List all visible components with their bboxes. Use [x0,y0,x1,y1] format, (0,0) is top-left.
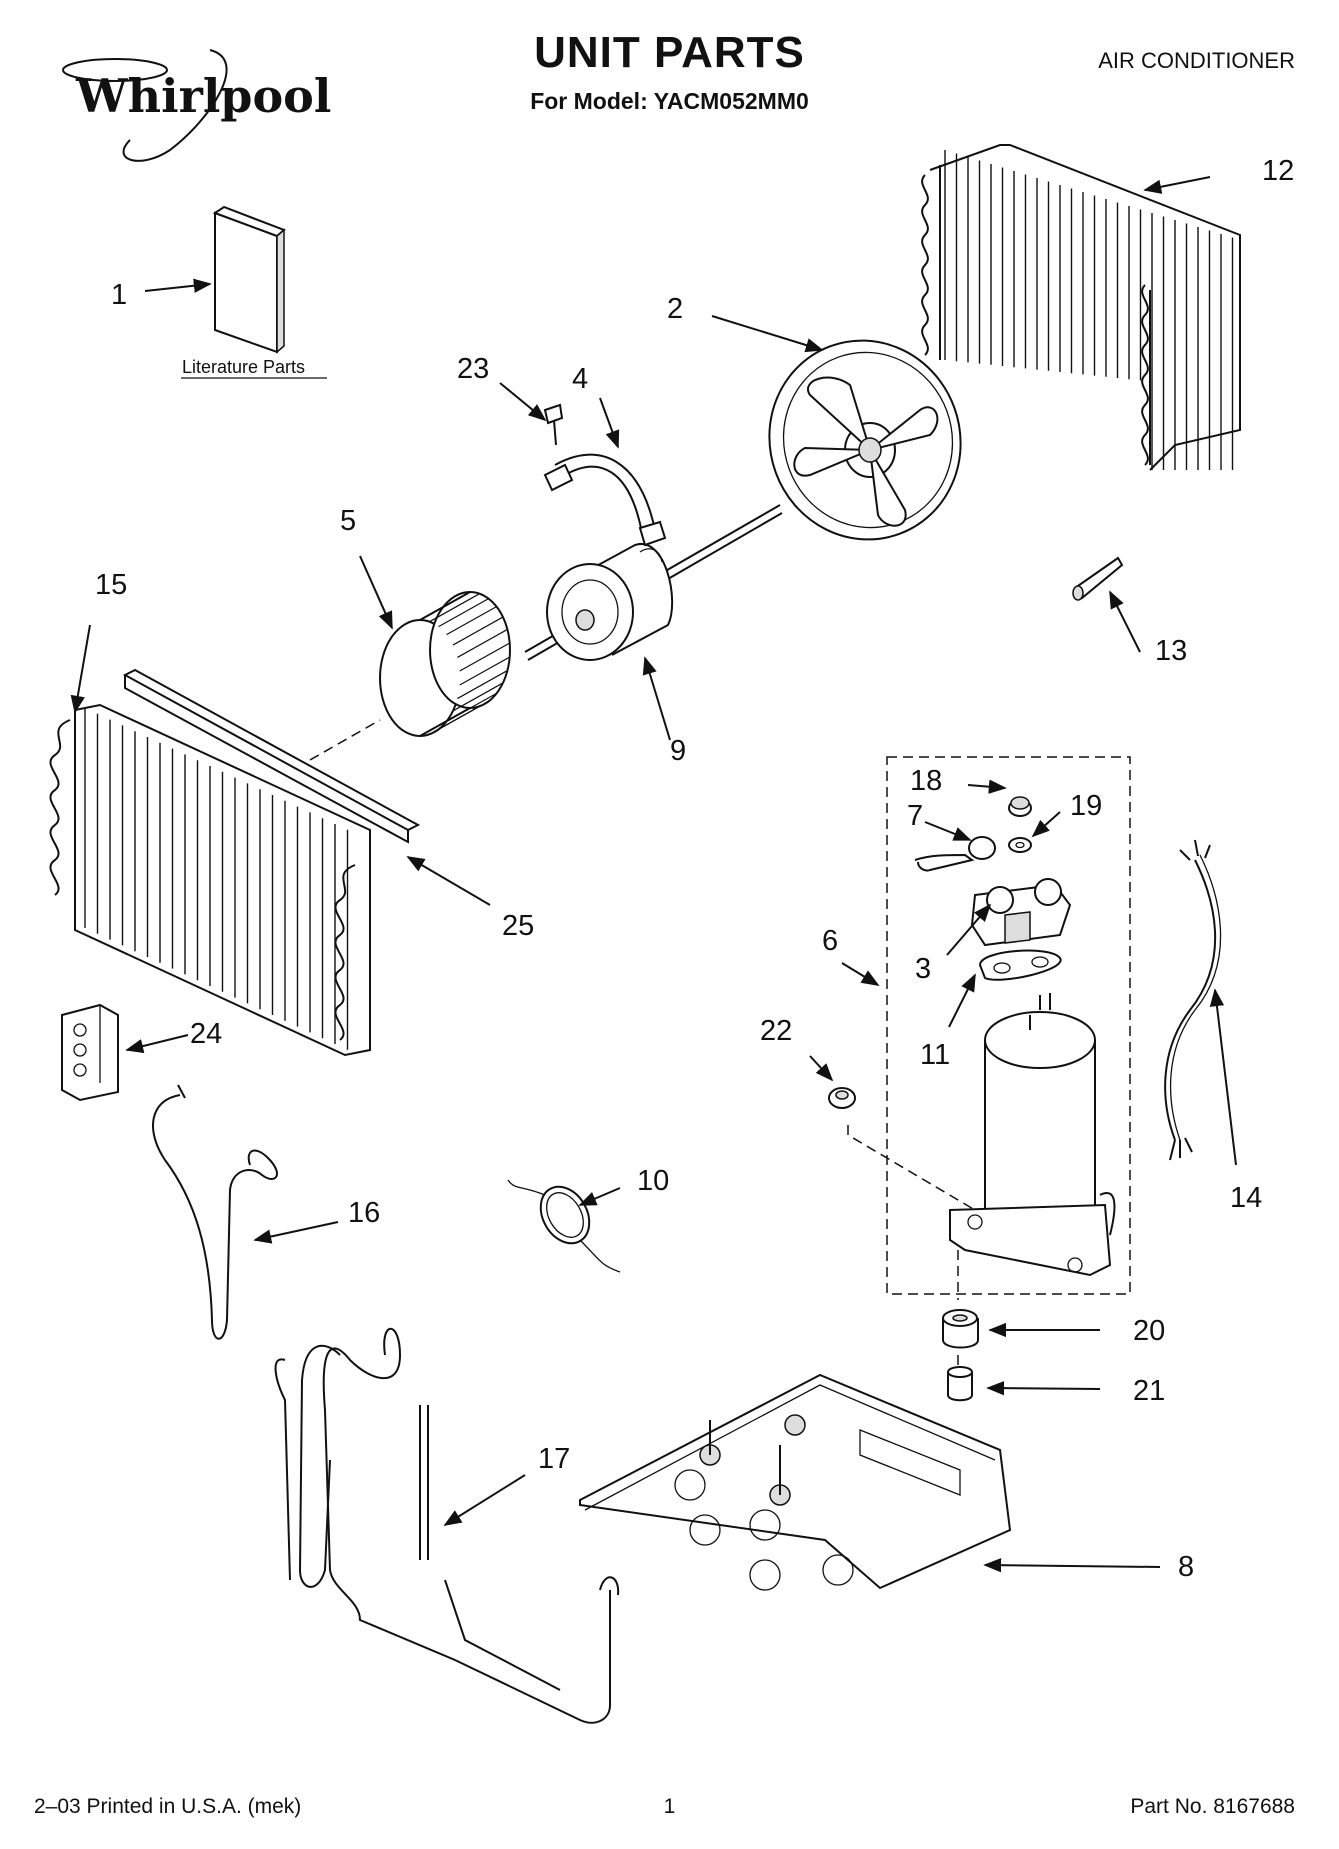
grommet-22 [828,1087,856,1109]
callout-9: 9 [670,735,686,767]
callout-22: 22 [760,1015,792,1047]
callout-arrows [70,176,1237,1573]
callout-8: 8 [1178,1551,1194,1583]
callout-labels: 1 2 3 4 5 6 7 8 9 10 11 12 13 14 15 16 1… [95,155,1294,1583]
fan-blade-2 [768,339,962,541]
terminal-cover-3 [970,878,1072,947]
condenser-coil-12 [921,144,1241,471]
product-category: AIR CONDITIONER [1098,48,1295,73]
compressor-body [949,993,1116,1277]
grommet-20 [942,1309,979,1349]
gasket-11 [978,949,1062,981]
callout-3: 3 [915,953,931,985]
callout-12: 12 [1262,155,1294,187]
print-info: 2–03 Printed in U.S.A. (mek) [34,1795,302,1818]
callout-14: 14 [1230,1182,1262,1214]
tube-16 [152,1084,278,1340]
callout-19: 19 [1070,790,1102,822]
part-number: Part No. 8167688 [1130,1795,1295,1818]
connector-block-24 [61,1003,119,1102]
callout-24: 24 [190,1018,222,1050]
page-title: UNIT PARTS [534,28,805,77]
callout-21: 21 [1133,1375,1165,1407]
callout-18: 18 [910,765,942,797]
callout-4: 4 [572,363,588,395]
callout-25: 25 [502,910,534,942]
overload-7 [914,836,996,872]
callout-16: 16 [348,1197,380,1229]
sensor-10 [507,1179,621,1273]
washer-19 [1008,837,1032,853]
support-strip-25 [122,668,421,844]
tubing-17 [274,1327,620,1724]
callout-11: 11 [920,1039,950,1071]
callout-13: 13 [1155,635,1187,667]
svg-text:Whirlpool: Whirlpool [75,69,331,123]
wire-harness-14 [1164,839,1222,1161]
callout-10: 10 [637,1165,669,1197]
sleeve-21 [947,1366,973,1402]
callout-15: 15 [95,569,127,601]
small-part-13 [1072,556,1124,601]
callout-1: 1 [111,279,127,311]
blower-wheel-5 [379,591,511,737]
callout-20: 20 [1133,1315,1165,1347]
base-pan-8 [579,1373,1012,1591]
literature-parts-label: Literature Parts [182,357,305,377]
compressor-assembly-outline-6 [886,756,1131,1295]
callout-5: 5 [340,505,356,537]
whirlpool-logo: Whirlpool [62,49,331,162]
nut-18 [1008,796,1032,817]
motor-bracket-4 [543,453,667,547]
callout-2: 2 [667,293,683,325]
screw-23 [543,403,564,446]
fan-motor-9 [524,504,783,661]
callout-17: 17 [538,1443,570,1475]
model-subtitle: For Model: YACM052MM0 [530,88,809,114]
page-number: 1 [663,1795,676,1818]
literature-booklet: Literature Parts [181,205,327,379]
evaporator-coil-15 [49,703,371,1057]
callout-6: 6 [822,925,838,957]
callout-7: 7 [907,800,923,832]
callout-23: 23 [457,353,489,385]
